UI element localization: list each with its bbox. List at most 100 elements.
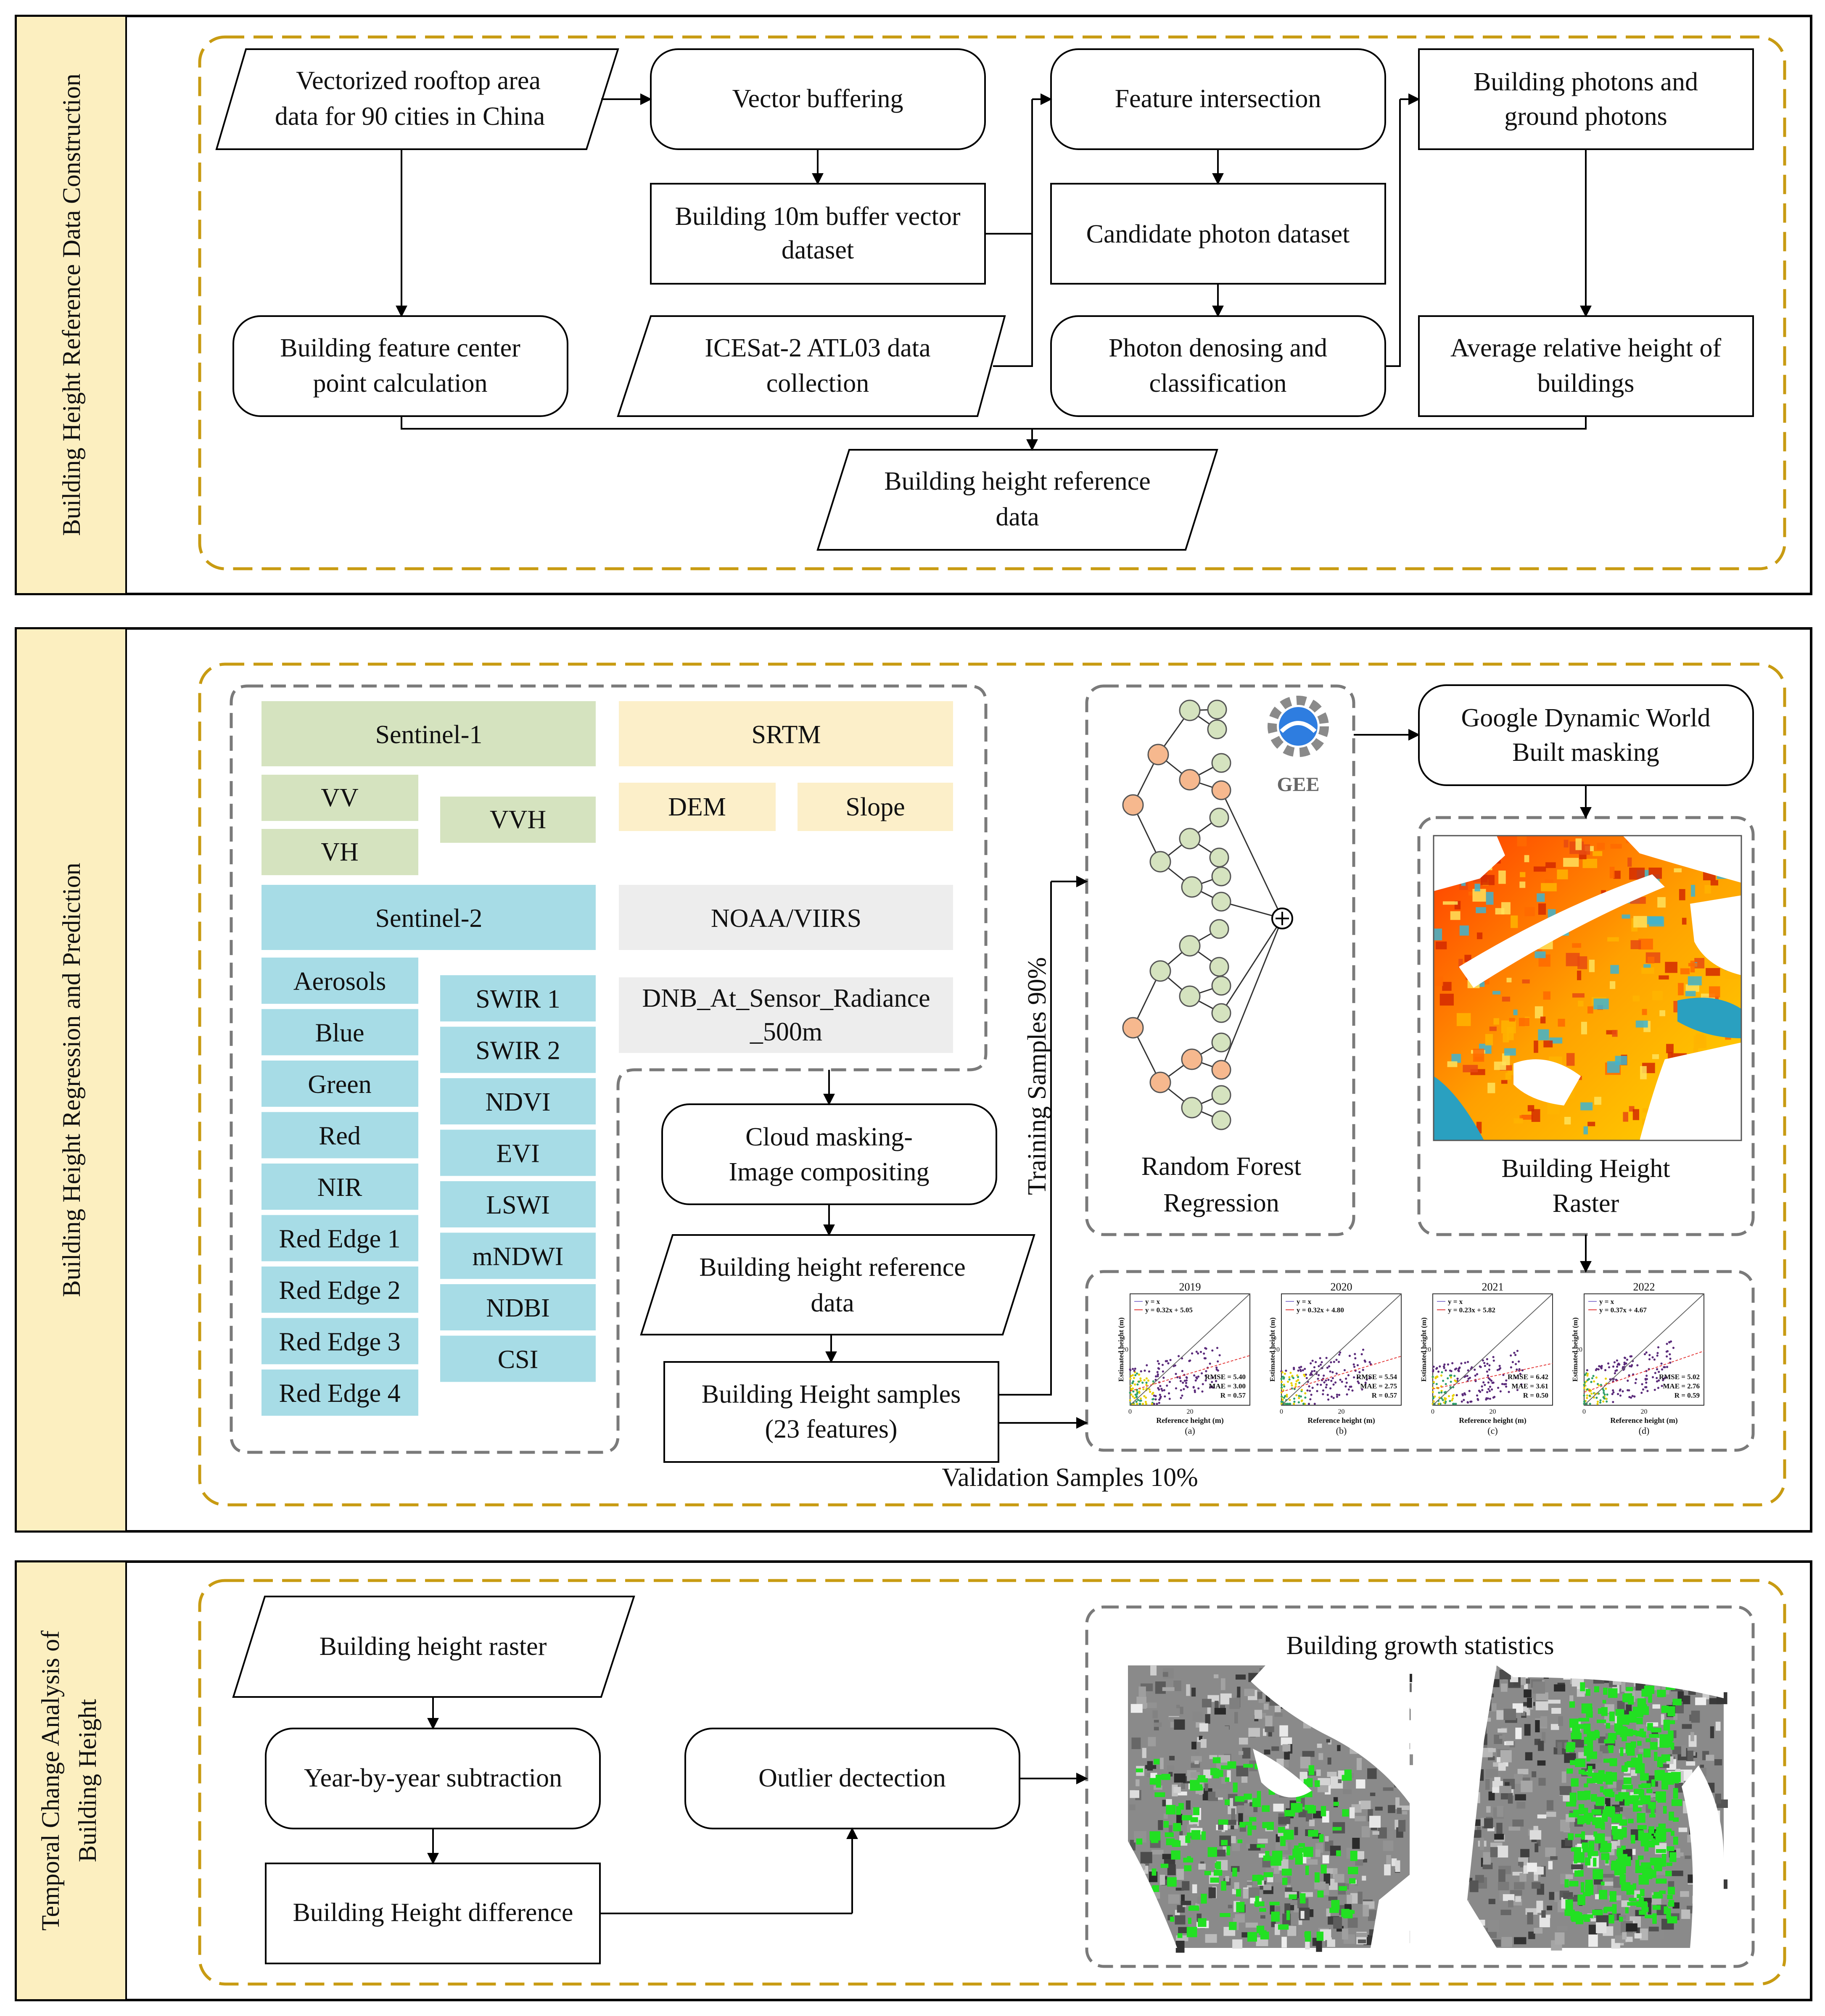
scatter-point xyxy=(1492,1359,1495,1362)
scatter-point xyxy=(1193,1374,1196,1377)
scatter-point xyxy=(1157,1360,1159,1362)
scatter-point xyxy=(1645,1381,1648,1384)
connectors-section-3 xyxy=(427,1697,1088,1914)
scatter-point xyxy=(1158,1367,1160,1370)
node-text-line: Image compositing xyxy=(729,1158,930,1186)
scatter-point xyxy=(1658,1379,1660,1382)
y-tick-label: 20 xyxy=(1424,1346,1431,1354)
sentinel2-band xyxy=(261,1061,418,1107)
scatter-point xyxy=(1133,1370,1136,1372)
scatter-point xyxy=(1510,1354,1512,1357)
scatter-point xyxy=(1612,1389,1614,1392)
scatter-point xyxy=(1316,1390,1318,1392)
growth-map-left xyxy=(1128,1665,1413,1953)
scatter-point xyxy=(1593,1380,1595,1383)
node-center-point: Building feature center point calculatio… xyxy=(232,315,568,417)
scatter-point xyxy=(1286,1393,1288,1396)
y-axis-label: Estimated height (m) xyxy=(1268,1317,1276,1382)
rf-caption-line: Random Forest xyxy=(1141,1152,1302,1181)
node-rooftop-data: Vectorized rooftop area data for 90 citi… xyxy=(215,48,619,150)
scatter-point xyxy=(1656,1368,1659,1370)
scatter-point xyxy=(1146,1364,1148,1367)
raster-caption-line: Building Height xyxy=(1501,1154,1670,1183)
scatter-point xyxy=(1519,1372,1521,1375)
scatter-point xyxy=(1141,1403,1144,1405)
band-dem xyxy=(619,783,776,831)
scatter-point xyxy=(1345,1381,1348,1384)
scatter-point xyxy=(1164,1395,1166,1398)
scatter-point xyxy=(1441,1371,1443,1374)
identity-line xyxy=(1130,1293,1250,1406)
growth-statistics-title: Building growth statistics xyxy=(1286,1631,1554,1660)
scatter-point xyxy=(1183,1380,1186,1382)
scatter-point xyxy=(1646,1390,1649,1392)
sentinel2-band xyxy=(261,1215,418,1261)
scatter-point xyxy=(1466,1361,1469,1363)
sentinel2-band xyxy=(261,1112,418,1158)
identity-line xyxy=(1281,1293,1402,1406)
srtm-group: SRTM DEM Slope xyxy=(619,701,953,831)
scatter-point xyxy=(1612,1391,1615,1393)
scatter-point xyxy=(1211,1377,1214,1379)
scatter-point xyxy=(1622,1390,1624,1393)
scatter-point xyxy=(1317,1377,1319,1380)
scatter-point xyxy=(1641,1383,1643,1385)
scatter-point xyxy=(1356,1376,1359,1379)
scatter-point xyxy=(1623,1361,1626,1364)
scatter-point xyxy=(1215,1366,1218,1369)
scatter-point xyxy=(1130,1385,1132,1387)
scatter-point xyxy=(1625,1362,1627,1365)
scatter-point xyxy=(1316,1383,1319,1386)
node-text-line: (23 features) xyxy=(765,1415,898,1443)
stat-label: R = 0.57 xyxy=(1372,1391,1397,1399)
gee-logo: GEE xyxy=(1268,696,1329,796)
scatter-point xyxy=(1295,1394,1298,1396)
scatter-point xyxy=(1431,1375,1434,1378)
band-vh-label: VH xyxy=(321,838,359,866)
sentinel2-header xyxy=(261,885,596,950)
scatter-point xyxy=(1469,1400,1472,1403)
scatter-point xyxy=(1598,1384,1600,1387)
connectors-section-2 xyxy=(823,729,1592,1429)
scatter-point xyxy=(1136,1372,1138,1375)
scatter-point xyxy=(1360,1353,1363,1356)
scatter-point xyxy=(1350,1385,1352,1388)
scatter-point xyxy=(1131,1382,1133,1384)
node-text: Outlier dectection xyxy=(758,1764,946,1792)
scatter-point xyxy=(1434,1395,1436,1398)
scatter-point xyxy=(1347,1374,1350,1377)
scatter-point xyxy=(1145,1381,1148,1384)
scatter-point xyxy=(1132,1380,1135,1383)
scatter-point xyxy=(1330,1396,1333,1398)
stat-label: R = 0.59 xyxy=(1674,1391,1700,1399)
scatter-point xyxy=(1284,1372,1286,1375)
scatter-point xyxy=(1131,1387,1134,1390)
scatter-point xyxy=(1618,1363,1621,1366)
scatter-point xyxy=(1138,1391,1141,1393)
scatter-point xyxy=(1189,1359,1191,1362)
scatter-point xyxy=(1453,1403,1455,1405)
scatter-point xyxy=(1300,1366,1302,1368)
scatter-point xyxy=(1487,1381,1490,1384)
scatter-point xyxy=(1158,1401,1160,1404)
legend-entry: y = x xyxy=(1145,1298,1160,1306)
noaa-group: NOAA/VIIRS DNB_At_Sensor_Radiance _500m xyxy=(619,885,953,1053)
scatter-point xyxy=(1483,1362,1486,1364)
scatter-point xyxy=(1315,1361,1317,1363)
scatter-point xyxy=(1148,1370,1151,1373)
scatter-point xyxy=(1335,1359,1338,1361)
node-dynamic-world: Google Dynamic World Built masking xyxy=(1418,684,1754,786)
scatter-point xyxy=(1166,1384,1168,1387)
scatter-point xyxy=(1603,1393,1606,1396)
scatter-point xyxy=(1167,1362,1170,1364)
scatter-point xyxy=(1148,1388,1151,1391)
scatter-point xyxy=(1136,1383,1139,1386)
scatter-point xyxy=(1505,1383,1507,1385)
scatter-point xyxy=(1153,1403,1155,1405)
scatter-point xyxy=(1440,1374,1443,1377)
scatter-point xyxy=(1337,1361,1340,1363)
scatter-point xyxy=(1327,1398,1330,1401)
panel-label: (d) xyxy=(1639,1425,1650,1436)
